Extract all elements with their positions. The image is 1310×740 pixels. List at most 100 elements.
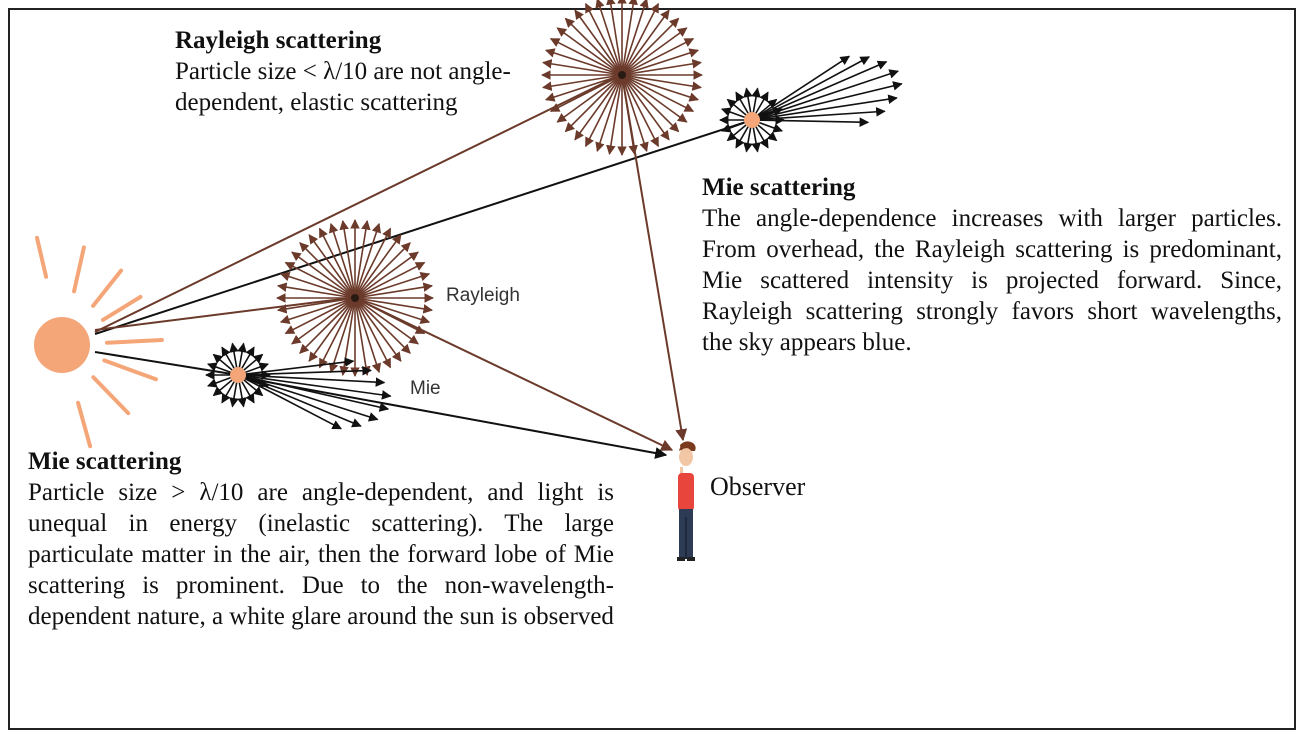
forward-ray (751, 117, 870, 127)
scatter-ray (549, 37, 623, 76)
mie-left-body: Particle size > λ/10 are angle-dependent… (28, 479, 614, 630)
scatter-ray (318, 227, 356, 299)
rayleigh-particle-dot (351, 294, 359, 302)
observer-icon (677, 441, 696, 561)
ray-mie-low-to-observer (239, 376, 668, 459)
forward-ray (751, 56, 870, 121)
forward-ray (751, 81, 903, 121)
scatter-ray (354, 297, 392, 369)
scatter-ray (621, 74, 670, 141)
scatter-ray (354, 272, 431, 299)
scatter-ray (549, 74, 623, 113)
scatter-ray (621, 74, 699, 102)
scatter-ray (621, 74, 649, 152)
scatter-ray (354, 297, 431, 324)
scatter-ray (542, 74, 623, 91)
scatter-ray (277, 282, 356, 299)
scatter-ray (354, 297, 411, 354)
forward-ray (237, 357, 355, 376)
scatter-ray (291, 297, 356, 345)
rayleigh-particle-dot (618, 71, 626, 79)
scatter-ray (354, 282, 433, 299)
scatter-ray (277, 297, 356, 314)
sun-ray (91, 268, 124, 308)
scatter-ray (556, 27, 623, 76)
scatter-ray (354, 297, 433, 314)
sun-ray (102, 358, 158, 382)
scatter-ray (595, 0, 623, 76)
scatter-ray (621, 9, 670, 76)
forward-ray (237, 374, 392, 400)
ray-sun-to-rayleigh-mid (94, 297, 351, 331)
forward-ray (237, 365, 372, 376)
mie-right-body: The angle-dependence increases with larg… (702, 205, 1282, 356)
rayleigh-particle-middle (276, 219, 434, 377)
rayleigh-heading: Rayleigh scattering (175, 27, 382, 54)
scatter-ray (299, 297, 356, 354)
forward-ray (751, 69, 899, 121)
scatter-ray (545, 74, 623, 102)
rayleigh-figure-label: Rayleigh (446, 285, 520, 306)
sun-icon (34, 235, 164, 449)
ray-rayleigh-mid-to-observer (354, 297, 674, 451)
scatter-ray (621, 2, 660, 76)
mie-left-heading: Mie scattering (28, 448, 182, 475)
rayleigh-description: Rayleigh scattering Particle size < λ/10… (175, 25, 535, 118)
scatter-ray (621, 74, 638, 155)
scatter-ray (621, 17, 680, 76)
scatter-ray (339, 220, 356, 299)
mie-figure-label: Mie (410, 378, 441, 399)
scatter-ray (574, 9, 623, 76)
rayleigh-body: Particle size < λ/10 are not angle-depen… (175, 58, 511, 116)
scatter-ray (606, 74, 623, 155)
scatter-ray (354, 251, 419, 299)
scatter-ray (621, 74, 660, 148)
forward-ray (237, 374, 390, 412)
mie-right-description: Mie scattering The angle-dependence incr… (702, 172, 1282, 358)
scatter-ray (308, 234, 356, 299)
scatter-ray (284, 297, 356, 335)
mie-particle-dot (230, 367, 246, 383)
scatter-ray (279, 272, 356, 299)
scatter-ray (354, 227, 392, 299)
scatter-ray (284, 261, 356, 299)
sun-ray (76, 400, 93, 449)
scatter-ray (584, 74, 623, 148)
scatter-ray (621, 0, 638, 76)
scatter-ray (621, 74, 702, 91)
scatter-ray (564, 74, 623, 133)
sun-ray (72, 245, 86, 294)
mie-particle-low (205, 342, 392, 430)
incident-rays (94, 74, 753, 376)
scatter-ray (574, 74, 623, 141)
forward-ray (237, 374, 379, 422)
scatter-ray (542, 59, 623, 76)
scatter-ray (621, 74, 680, 133)
scatter-ray (595, 74, 623, 152)
scatter-ray (556, 74, 623, 123)
scatter-ray (329, 297, 356, 374)
scatter-ray (564, 17, 623, 76)
scatter-ray (354, 297, 371, 376)
ray-sun-to-rayleigh-top (94, 74, 621, 333)
rayleigh-particle-top (541, 0, 703, 156)
scatter-ray (621, 37, 695, 76)
scatter-ray (621, 74, 695, 113)
scatter-ray (354, 297, 419, 345)
forward-ray (751, 55, 851, 121)
forward-ray (237, 374, 386, 387)
scatter-ray (621, 74, 688, 123)
scatter-ray (621, 0, 649, 76)
scatter-ray (354, 297, 402, 362)
forward-ray (751, 60, 888, 121)
scatter-ray (621, 27, 688, 76)
sun-ray (91, 375, 131, 416)
scatter-ray (279, 297, 356, 324)
ray-sun-to-mie-top (94, 119, 753, 335)
scatter-ray (354, 222, 381, 299)
scatter-ray (354, 261, 426, 299)
scatter-ray (354, 234, 402, 299)
forward-ray (751, 107, 886, 121)
sun-ray (35, 235, 49, 279)
